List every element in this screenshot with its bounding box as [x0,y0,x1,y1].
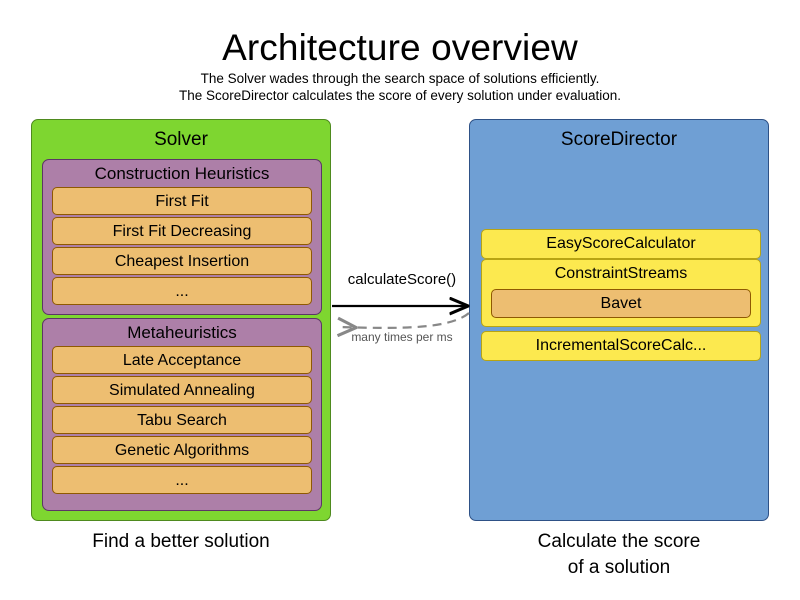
group-construction-heuristics-items: First Fit First Fit Decreasing Cheapest … [43,187,321,311]
score-director-caption-line-2: of a solution [567,557,671,578]
list-item[interactable]: First Fit [52,187,312,215]
list-item[interactable]: ... [52,277,312,305]
calculator-bavet[interactable]: Bavet [491,289,751,318]
group-construction-heuristics-title: Construction Heuristics [94,164,270,183]
solver-caption: Find a better solution [92,531,270,552]
solver-panel: Solver Construction Heuristics First Fit… [31,119,331,521]
score-director-caption: Calculate the score of a solution [469,529,769,581]
calculator-constraint-streams-label: ConstraintStreams [554,265,688,282]
list-item[interactable]: Late Acceptance [52,346,312,374]
group-metaheuristics-title: Metaheuristics [127,323,237,342]
subtitle-line-1: The Solver wades through the search spac… [200,71,600,86]
solver-panel-title: Solver [154,129,208,150]
score-director-panel: ScoreDirector EasyScoreCalculator Constr… [469,119,769,521]
group-metaheuristics-items: Late Acceptance Simulated Annealing Tabu… [43,346,321,500]
calculator-constraint-streams[interactable]: ConstraintStreams Bavet [481,259,761,327]
list-item[interactable]: Genetic Algorithms [52,436,312,464]
calculator-incremental-score-calculator[interactable]: IncrementalScoreCalc... [481,331,761,361]
list-item[interactable]: Cheapest Insertion [52,247,312,275]
list-item[interactable]: First Fit Decreasing [52,217,312,245]
subtitle-line-2: The ScoreDirector calculates the score o… [179,88,621,103]
return-arrow [340,312,470,328]
page-title: Architecture overview [222,27,578,68]
list-item[interactable]: Tabu Search [52,406,312,434]
group-metaheuristics: Metaheuristics Late Acceptance Simulated… [42,318,322,511]
list-item[interactable]: ... [52,466,312,494]
forward-arrow-label: calculateScore() [347,271,457,288]
score-director-panel-title: ScoreDirector [560,129,678,150]
calculator-easy-score-calculator[interactable]: EasyScoreCalculator [481,229,761,259]
group-construction-heuristics: Construction Heuristics First Fit First … [42,159,322,315]
list-item[interactable]: Simulated Annealing [52,376,312,404]
score-director-caption-line-1: Calculate the score [537,531,701,552]
return-arrow-label: many times per ms [351,330,453,344]
